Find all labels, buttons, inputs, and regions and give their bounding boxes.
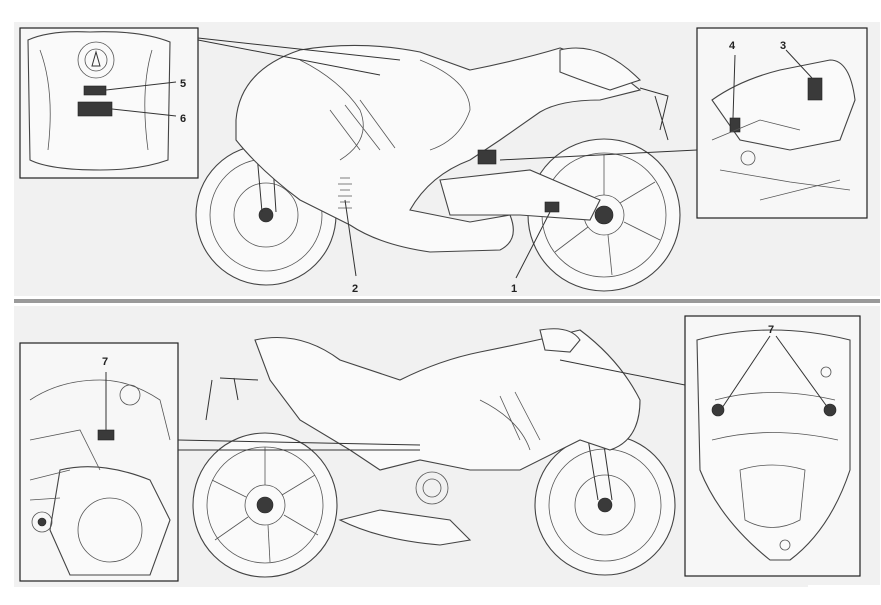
tank-inset	[19, 27, 401, 179]
callout-7-right: 7	[768, 324, 774, 336]
callout-6: 6	[180, 113, 186, 125]
rear-frame-inset	[499, 27, 868, 219]
callout-4: 4	[729, 40, 736, 52]
callout-7-left: 7	[102, 356, 108, 368]
callout-2: 2	[352, 283, 358, 295]
callout-1: 1	[511, 283, 517, 295]
panel-divider	[14, 299, 880, 303]
motorcycle-right-side-icon	[195, 44, 681, 292]
front-fairing-inset	[559, 315, 861, 577]
callout-3: 3	[780, 40, 786, 52]
left-engine-inset	[19, 342, 421, 582]
motorcycle-left-side-icon	[192, 328, 676, 578]
corner-blank	[808, 585, 881, 605]
callout-5: 5	[180, 78, 186, 90]
